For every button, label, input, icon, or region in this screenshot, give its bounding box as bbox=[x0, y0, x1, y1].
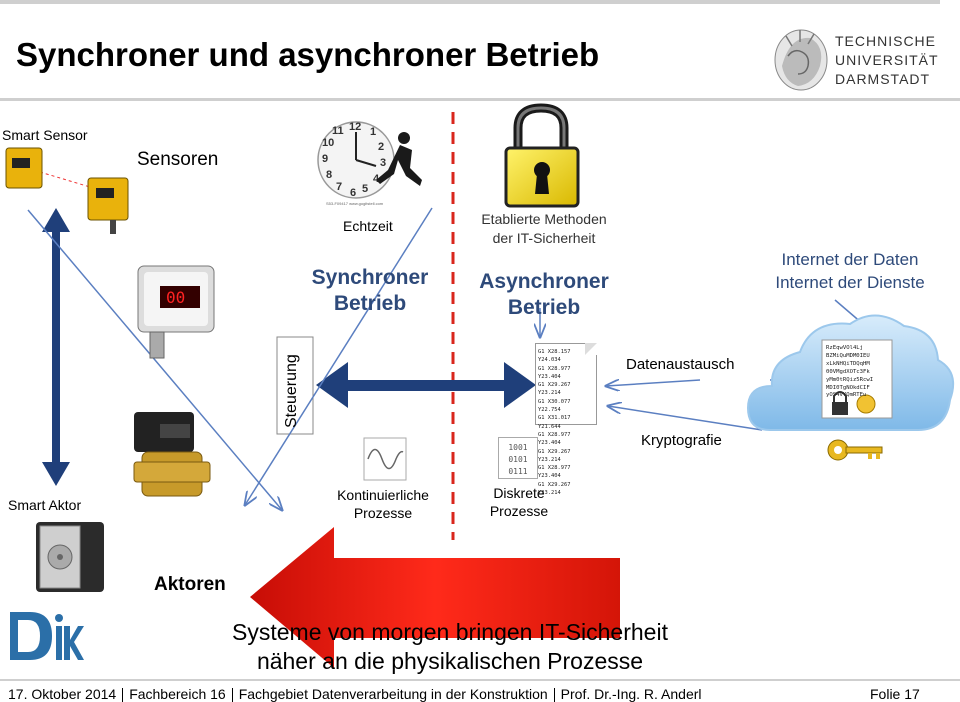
diskrete-line-2: Prozesse bbox=[489, 503, 549, 519]
conclusion-line-1: Systeme von morgen bringen IT-Sicherheit bbox=[232, 619, 668, 645]
synchron-line-2: Betrieb bbox=[333, 292, 407, 315]
svg-text:12: 12 bbox=[349, 121, 361, 133]
cert-line: xLkNHQiTDQqHM bbox=[826, 360, 870, 367]
dik-logo bbox=[6, 605, 84, 669]
svg-text:11: 11 bbox=[332, 125, 344, 137]
footer-prof: Prof. Dr.-Ing. R. Anderl bbox=[560, 686, 702, 702]
svg-text:6: 6 bbox=[350, 187, 356, 199]
datenaustausch-label: Datenaustausch bbox=[626, 356, 735, 373]
logo-text: TECHNISCHE UNIVERSITÄT DARMSTADT bbox=[835, 33, 939, 87]
valve-image bbox=[133, 412, 211, 497]
code-line: G1 X29.267 Y23.214 bbox=[538, 382, 571, 397]
internet-label: Internet der Daten Internet der Dienste bbox=[760, 248, 940, 294]
svg-text:2: 2 bbox=[378, 141, 384, 153]
svg-text:8: 8 bbox=[326, 169, 332, 181]
cert-line: 00VMgdXOTc3Fk bbox=[826, 368, 870, 375]
kontinuierlich-line-2: Prozesse bbox=[353, 505, 413, 521]
svg-text:7: 7 bbox=[336, 181, 342, 193]
gcode-document: G1 X28.157 Y24.034 G1 X28.977 Y23.404 G1… bbox=[535, 343, 597, 496]
footer-area: Fachgebiet Datenverarbeitung in der Kons… bbox=[238, 686, 548, 702]
svg-text:9: 9 bbox=[322, 153, 328, 165]
synchron-label: Synchroner Betrieb bbox=[305, 265, 435, 317]
smart-aktor-label: Smart Aktor bbox=[8, 497, 82, 513]
conclusion-line-2: näher an die physikalischen Prozesse bbox=[256, 648, 644, 674]
code-line: G1 X29.267 Y23.214 bbox=[538, 481, 571, 497]
cert-line: MDI0TgNOkdCIF bbox=[826, 384, 870, 391]
aktoren-label: Aktoren bbox=[154, 574, 226, 595]
diskrete-line-1: Diskrete bbox=[493, 485, 545, 501]
steuerung-box bbox=[276, 336, 314, 435]
asynchron-line-2: Betrieb bbox=[507, 296, 581, 319]
vertical-double-arrow bbox=[42, 208, 70, 486]
smart-sensor-label: Smart Sensor bbox=[2, 127, 88, 143]
key-image bbox=[827, 439, 883, 461]
clock-caption: S53-F09417 www.gogitstell.com bbox=[326, 201, 384, 206]
code-line: G1 X28.977 Y23.404 bbox=[538, 431, 571, 447]
code-line: G1 X28.157 Y24.034 bbox=[538, 349, 571, 364]
svg-text:1: 1 bbox=[370, 126, 376, 138]
certificate-text: RzEqwVOl4Lj BZMiQuMDM0IEU xLkNHQiTDQqHM … bbox=[826, 345, 888, 400]
padlock-image bbox=[504, 103, 580, 208]
sine-wave-icon bbox=[363, 437, 407, 481]
cert-line: BZMiQuMDM0IEU bbox=[826, 352, 870, 359]
cloud-image bbox=[746, 314, 954, 431]
asynchron-label: Asynchroner Betrieb bbox=[466, 269, 622, 321]
svg-text:4: 4 bbox=[373, 173, 380, 185]
tu-darmstadt-logo: TECHNISCHE UNIVERSITÄT DARMSTADT bbox=[770, 26, 950, 98]
diskrete-label: Diskrete Prozesse bbox=[474, 484, 564, 520]
svg-text:3: 3 bbox=[380, 157, 386, 169]
code-line: G1 X31.017 Y21.644 bbox=[538, 415, 571, 430]
red-arrow bbox=[250, 527, 620, 668]
kontinuierlich-line-1: Kontinuierliche bbox=[337, 487, 429, 503]
steuerung-label: Steuerung bbox=[283, 354, 300, 428]
code-line: G1 X28.977 Y23.404 bbox=[538, 365, 571, 380]
sensoren-label: Sensoren bbox=[137, 149, 219, 170]
etablierte-line-2: der IT-Sicherheit bbox=[492, 230, 596, 246]
thin-arrow-sensor bbox=[27, 209, 282, 510]
footer-date: 17. Oktober 2014 bbox=[8, 686, 117, 702]
echtzeit-label: Echtzeit bbox=[343, 218, 393, 234]
footer: 17. Oktober 2014 Fachbereich 16 Fachgebiet… bbox=[8, 686, 702, 702]
internet-line-1: Internet der Daten bbox=[781, 250, 919, 269]
slide-title: Synchroner und asynchroner Betrieb bbox=[16, 36, 600, 73]
thin-arrow-echtzeit bbox=[245, 207, 433, 505]
internet-line-2: Internet der Dienste bbox=[775, 273, 925, 292]
svg-text:10: 10 bbox=[322, 137, 334, 149]
kryptografie-label: Kryptografie bbox=[641, 432, 722, 449]
binary-line: 0111 bbox=[508, 467, 528, 476]
etablierte-line-1: Etablierte Methoden bbox=[481, 211, 607, 227]
top-bar bbox=[0, 0, 960, 10]
slide-number: Folie 17 bbox=[870, 686, 920, 702]
stepper-motor-image bbox=[36, 522, 104, 592]
smart-sensor-image bbox=[5, 147, 129, 234]
athene-head-icon bbox=[774, 29, 828, 91]
binary-line: 0101 bbox=[508, 455, 528, 464]
thin-arrow-kryptografie bbox=[608, 406, 763, 431]
code-line: G1 X29.267 Y23.214 bbox=[538, 448, 571, 463]
thin-arrow-datenaustausch bbox=[606, 380, 701, 386]
svg-text:00: 00 bbox=[166, 288, 185, 307]
footer-dept: Fachbereich 16 bbox=[129, 686, 226, 702]
cert-line: yMm0tRQiz5RcwI bbox=[826, 376, 874, 383]
code-line: G1 X30.077 Y22.754 bbox=[538, 398, 571, 414]
asynchron-line-1: Asynchroner bbox=[479, 270, 609, 293]
svg-text:5: 5 bbox=[362, 183, 368, 195]
binary-document: 1001 0101 0111 bbox=[498, 437, 538, 479]
binary-line: 1001 bbox=[508, 443, 528, 452]
header-divider bbox=[0, 98, 960, 101]
code-line: G1 X28.977 Y23.404 bbox=[538, 465, 571, 480]
kontinuierlich-label: Kontinuierliche Prozesse bbox=[318, 486, 448, 522]
cert-line: yOS4vYQmRTEu bbox=[826, 392, 867, 399]
synchron-line-1: Synchroner bbox=[311, 266, 429, 289]
footer-divider bbox=[0, 679, 960, 681]
cert-line: RzEqwVOl4Lj bbox=[826, 345, 864, 351]
etablierte-label: Etablierte Methoden der IT-Sicherheit bbox=[466, 210, 622, 248]
horizontal-double-arrow bbox=[316, 362, 536, 408]
conclusion-text: Systeme von morgen bringen IT-Sicherheit… bbox=[180, 618, 720, 676]
pressure-sensor-image: 00 bbox=[137, 265, 215, 359]
